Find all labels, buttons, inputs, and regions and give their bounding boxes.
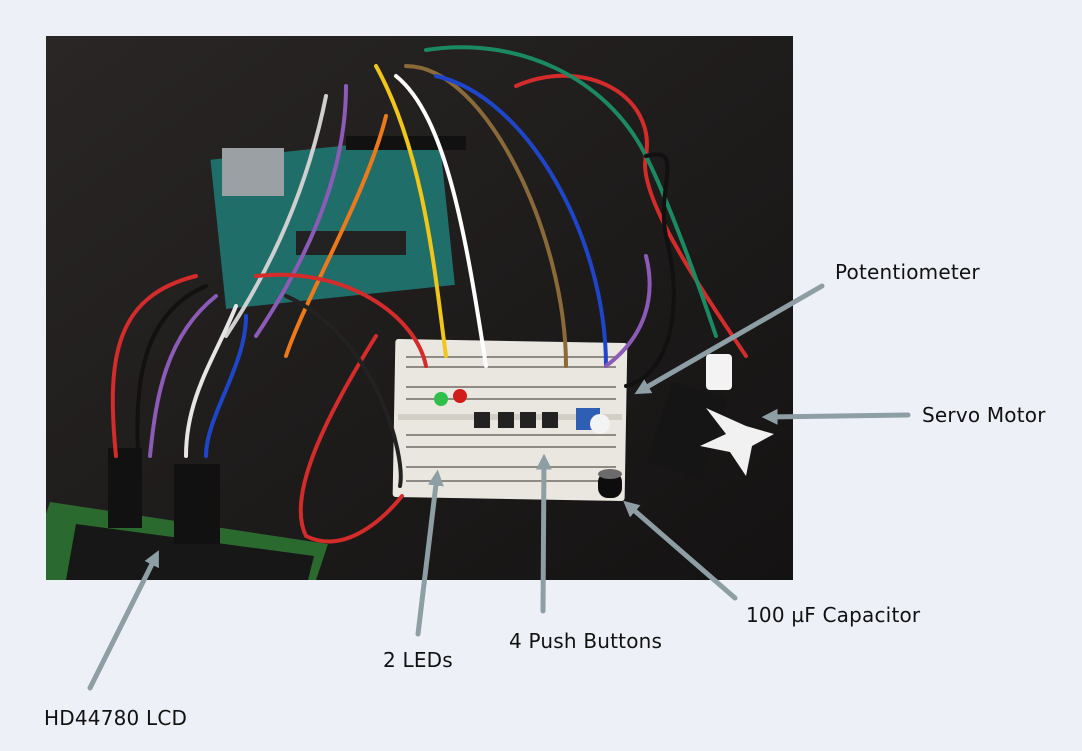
arduino-board [210,135,466,309]
potentiometer-label: Potentiometer [835,260,980,284]
green-led [434,392,448,406]
capacitor-label: 100 µF Capacitor [746,603,921,627]
servo-motor-label: Servo Motor [922,403,1046,427]
leds-label: 2 LEDs [383,648,453,672]
capacitor [598,469,622,498]
push-buttons-label: 4 Push Buttons [509,629,663,653]
circuit-photo [46,36,793,580]
lcd-label: HD44780 LCD [44,706,188,730]
table-surface [46,36,793,580]
push-buttons [474,412,558,428]
circuit-drawing [46,36,793,580]
potentiometer [576,408,610,434]
red-led [453,389,467,403]
